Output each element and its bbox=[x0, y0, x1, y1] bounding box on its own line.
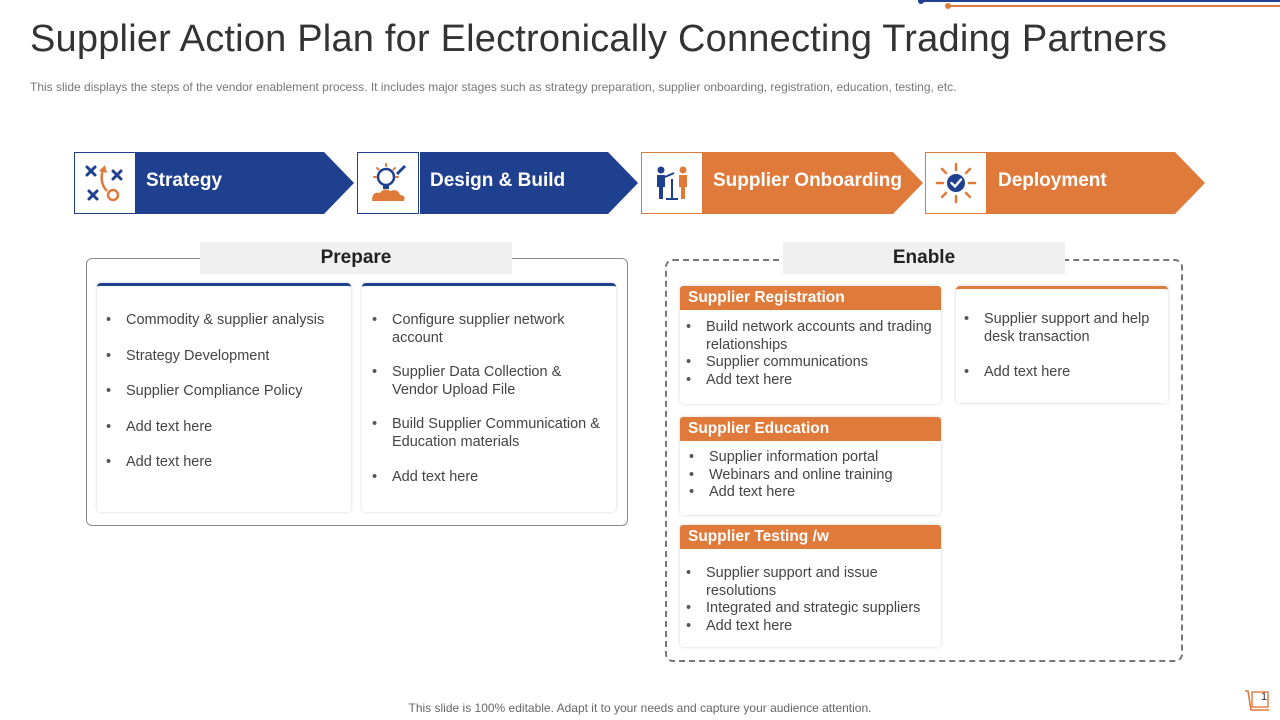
list-item: Add text here bbox=[106, 419, 344, 437]
supplier-support-list: Supplier support and help desk transacti… bbox=[964, 311, 1164, 382]
supplier-testing-title: Supplier Testing /w bbox=[680, 525, 941, 549]
strategy-icon bbox=[85, 165, 123, 202]
top-accent-dot-blue bbox=[918, 0, 924, 4]
target-check-icon bbox=[935, 162, 977, 204]
supplier-registration-title: Supplier Registration bbox=[680, 286, 941, 310]
list-item: Strategy Development bbox=[106, 348, 344, 366]
enable-heading: Enable bbox=[783, 242, 1065, 274]
top-accent-line-blue bbox=[920, 0, 1280, 2]
list-item: Supplier support and help desk transacti… bbox=[964, 311, 1164, 346]
list-item: Integrated and strategic suppliers bbox=[686, 600, 934, 618]
list-item: Add text here bbox=[372, 469, 610, 487]
page-number-icon bbox=[1245, 690, 1269, 711]
page-subtitle: This slide displays the steps of the ven… bbox=[30, 80, 957, 94]
list-item: Add text here bbox=[689, 484, 934, 502]
list-item: Configure supplier network account bbox=[372, 312, 610, 347]
list-item: Webinars and online training bbox=[689, 467, 934, 485]
top-accent-line-orange bbox=[948, 5, 1280, 7]
supplier-education-list: Supplier information portal Webinars and… bbox=[689, 449, 934, 502]
prepare-card-left: Commodity & supplier analysis Strategy D… bbox=[97, 283, 351, 512]
prepare-heading: Prepare bbox=[200, 242, 512, 274]
page-title: Supplier Action Plan for Electronically … bbox=[30, 18, 1168, 60]
step-strategy-icon-box bbox=[74, 152, 136, 214]
step-design-build-arrow bbox=[420, 152, 638, 214]
step-strategy-label: Strategy bbox=[146, 170, 223, 191]
step-deployment-label: Deployment bbox=[998, 170, 1107, 191]
supplier-registration-card: Supplier Registration Build network acco… bbox=[680, 286, 941, 404]
list-item: Build Supplier Communication & Education… bbox=[372, 416, 610, 451]
supplier-education-title: Supplier Education bbox=[680, 417, 941, 441]
idea-bulb-icon bbox=[372, 163, 406, 201]
list-item: Build network accounts and trading relat… bbox=[686, 319, 934, 354]
step-design-build-label: Design & Build bbox=[430, 170, 566, 191]
list-item: Add text here bbox=[686, 618, 934, 636]
list-item: Commodity & supplier analysis bbox=[106, 312, 344, 330]
list-item: Add text here bbox=[686, 372, 934, 390]
footer-note: This slide is 100% editable. Adapt it to… bbox=[408, 701, 872, 715]
step-deployment-icon-box bbox=[925, 152, 987, 214]
step-deployment-arrow bbox=[987, 152, 1205, 214]
step-design-build-icon-box bbox=[357, 152, 419, 214]
page-number: 1 bbox=[1260, 691, 1268, 703]
prepare-card-right: Configure supplier network account Suppl… bbox=[362, 283, 616, 512]
step-supplier-onboarding-arrow bbox=[703, 152, 923, 214]
list-item: Add text here bbox=[106, 454, 344, 472]
prepare-right-list: Configure supplier network account Suppl… bbox=[372, 312, 610, 487]
step-supplier-onboarding-icon-box bbox=[641, 152, 703, 214]
supplier-testing-list: Supplier support and issue resolutions I… bbox=[686, 565, 934, 635]
step-supplier-onboarding-label: Supplier Onboarding bbox=[713, 170, 902, 191]
list-item: Supplier support and issue resolutions bbox=[686, 565, 934, 600]
supplier-support-card: Supplier support and help desk transacti… bbox=[956, 286, 1168, 403]
supplier-testing-card: Supplier Testing /w Supplier support and… bbox=[680, 525, 941, 647]
presentation-icon bbox=[657, 166, 687, 200]
list-item: Supplier Data Collection & Vendor Upload… bbox=[372, 364, 610, 399]
top-accent-dot-orange bbox=[945, 3, 951, 9]
list-item: Supplier communications bbox=[686, 354, 934, 372]
list-item: Supplier information portal bbox=[689, 449, 934, 467]
list-item: Add text here bbox=[964, 364, 1164, 382]
list-item: Supplier Compliance Policy bbox=[106, 383, 344, 401]
supplier-registration-list: Build network accounts and trading relat… bbox=[686, 319, 934, 389]
step-strategy-arrow bbox=[136, 152, 354, 214]
prepare-left-list: Commodity & supplier analysis Strategy D… bbox=[106, 312, 344, 472]
supplier-education-card: Supplier Education Supplier information … bbox=[680, 417, 941, 515]
